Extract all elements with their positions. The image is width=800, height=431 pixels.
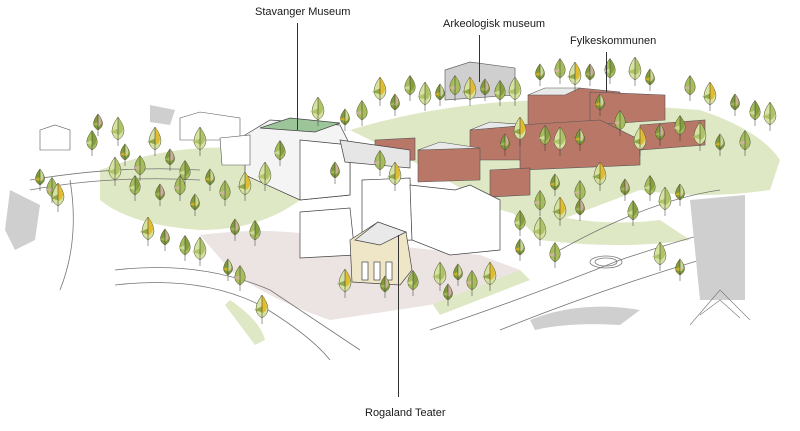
tower (689, 289, 751, 326)
leader-line-stavanger-museum (297, 23, 298, 130)
left-houses (39, 111, 251, 166)
leader-line-fylkeskommunen (606, 52, 607, 92)
shadows (5, 105, 745, 330)
stavanger-museum-building (244, 117, 411, 201)
label-stavanger-museum: Stavanger Museum (255, 6, 351, 18)
leader-line-rogaland-teater (398, 235, 399, 397)
leader-line-arkeologisk-museum (479, 35, 480, 82)
label-rogaland-teater: Rogaland Teater (365, 407, 446, 419)
rogaland-teater-building (349, 221, 413, 286)
trees (34, 56, 777, 324)
label-fylkeskommunen: Fylkeskommunen (570, 35, 657, 47)
label-arkeologisk-museum: Arkeologisk museum (443, 18, 546, 30)
